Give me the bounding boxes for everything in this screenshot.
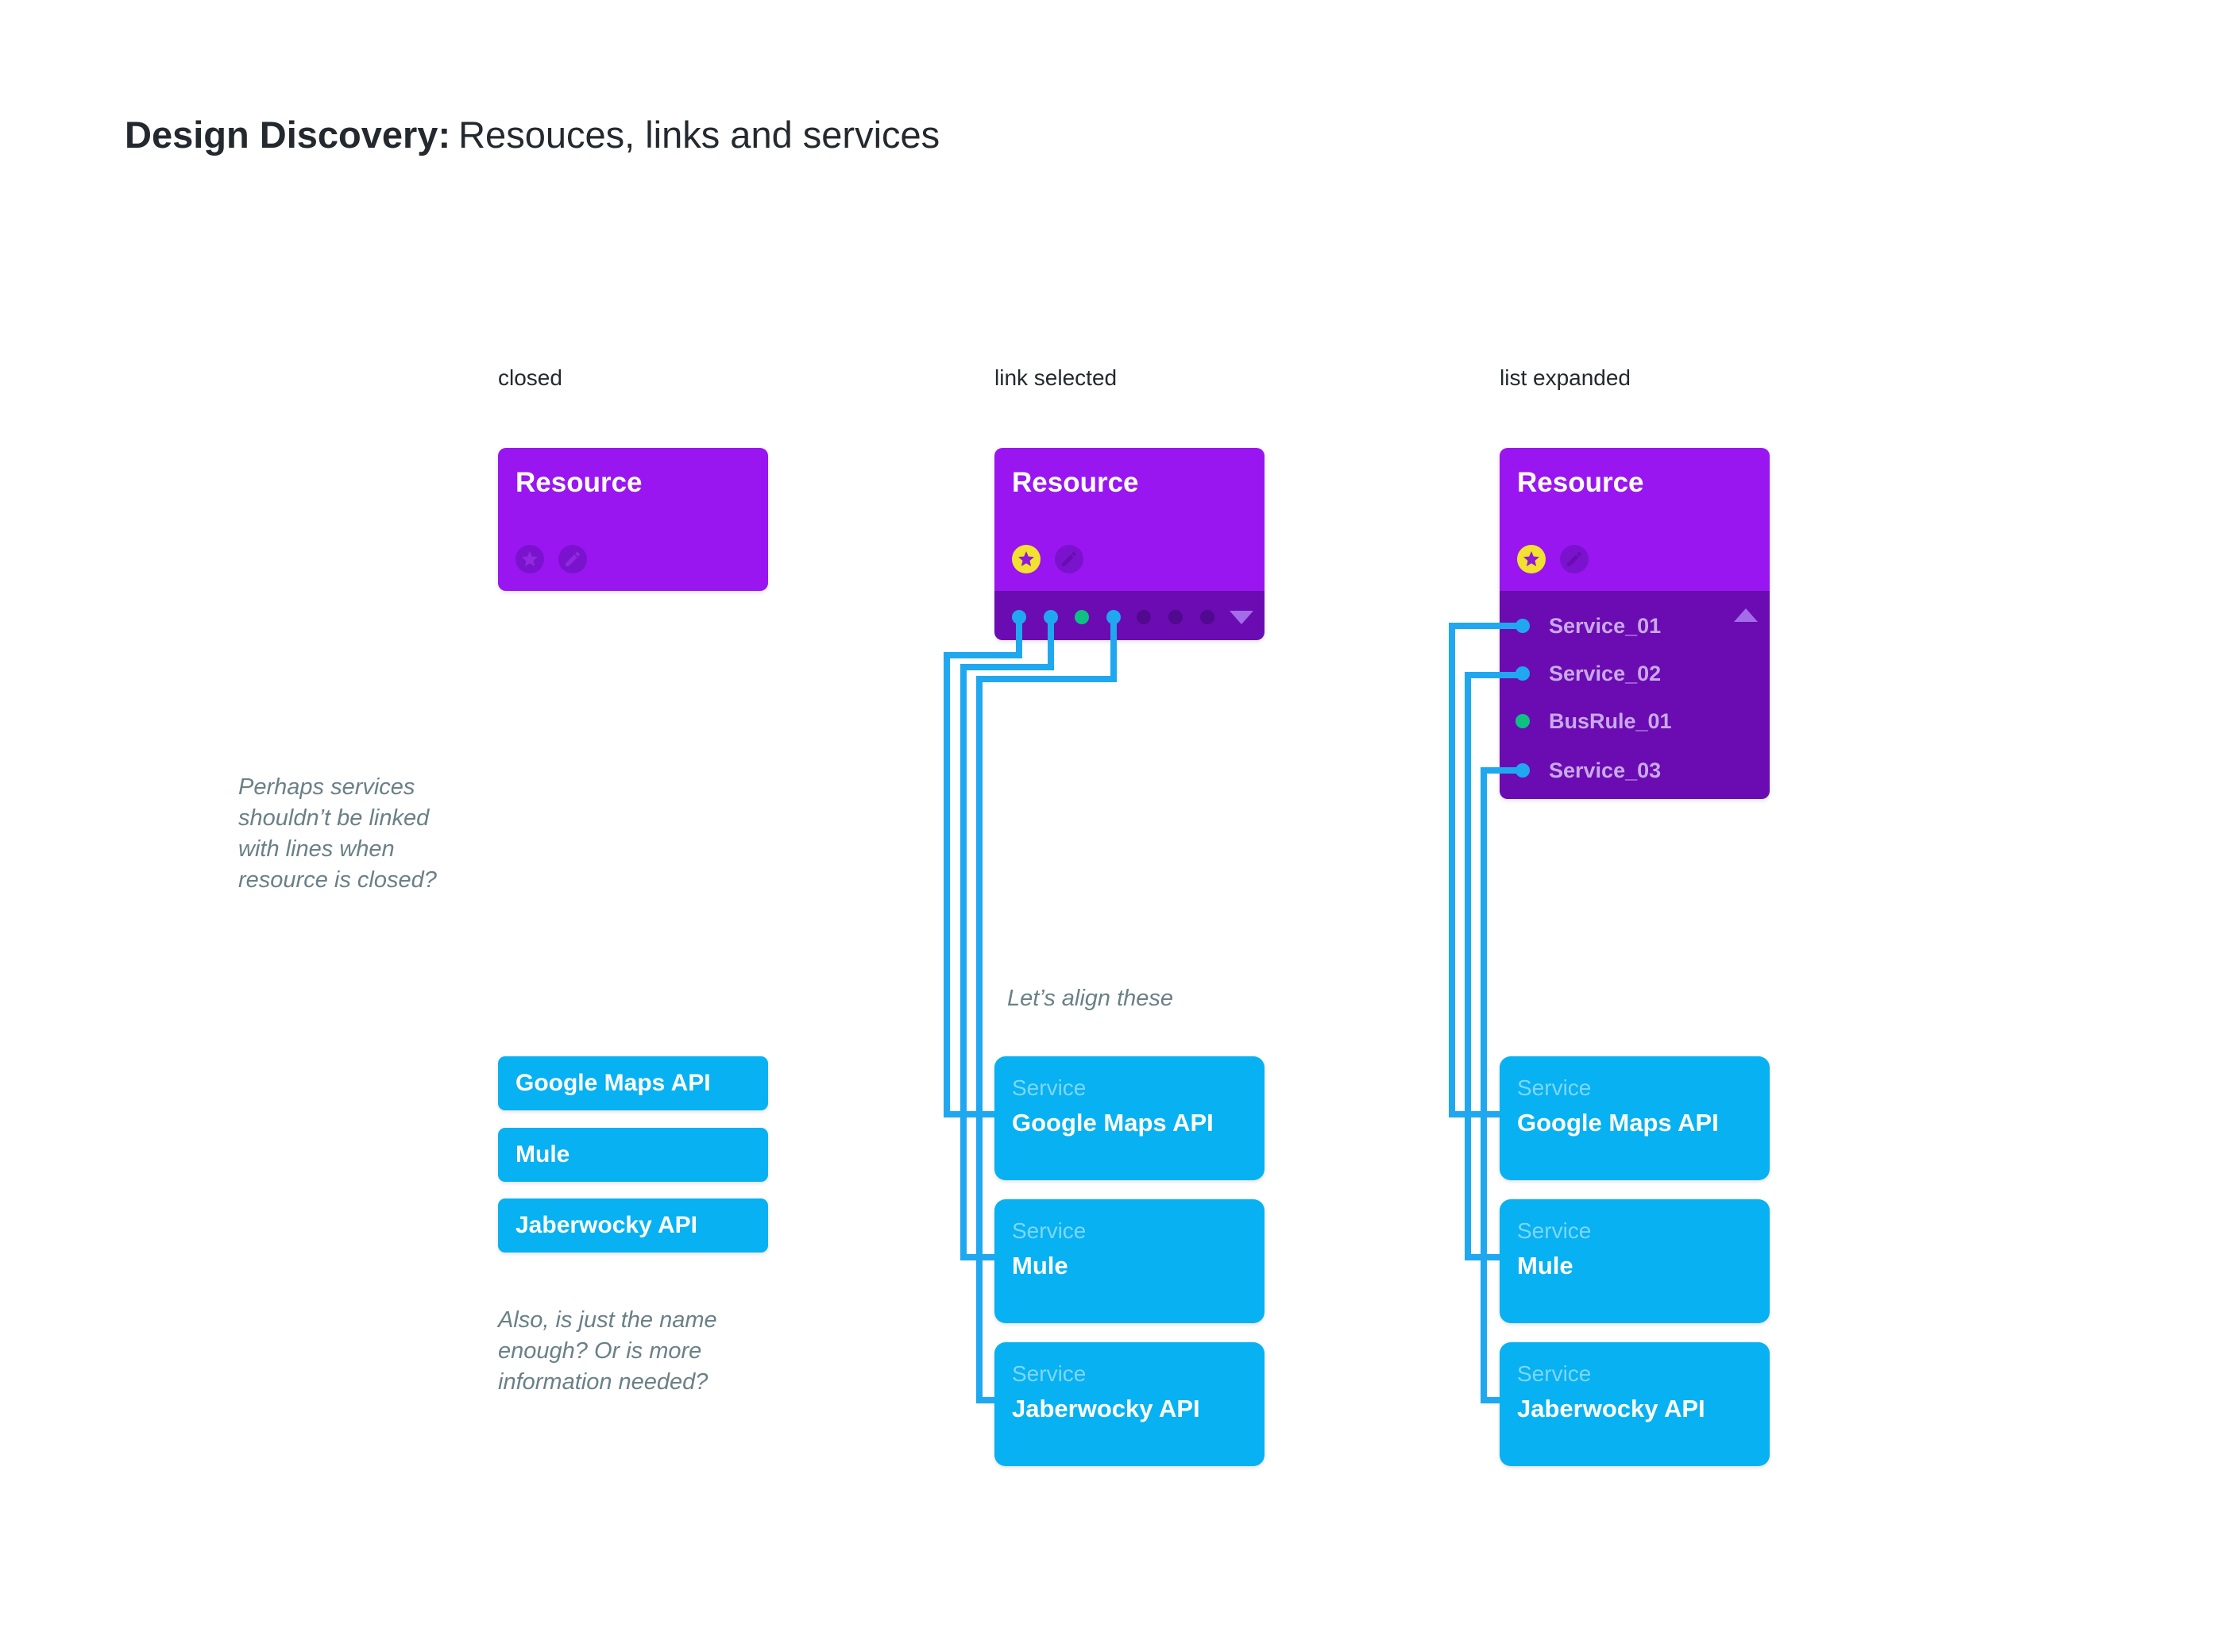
resource-card-closed[interactable]: Resource (498, 448, 768, 591)
resource-card-title: Resource (1012, 467, 1139, 498)
page-title: Design Discovery:Resouces, links and ser… (125, 113, 940, 156)
collapse-chevron-up-icon[interactable] (1734, 608, 1758, 622)
resource-card-body: Resource (498, 448, 768, 591)
service-card-jaberwocky-api[interactable]: Jaberwocky API (498, 1198, 768, 1253)
service-card-mule[interactable]: Service Mule (1500, 1199, 1770, 1323)
service-name: Google Maps API (1012, 1109, 1214, 1137)
service-card-mule[interactable]: Mule (498, 1128, 768, 1182)
service-name: Google Maps API (515, 1070, 711, 1096)
column-label-closed: closed (498, 365, 562, 390)
service-type-label: Service (1012, 1075, 1087, 1100)
pencil-icon (1062, 551, 1077, 566)
service-card-google-maps-api[interactable]: Google Maps API (498, 1056, 768, 1110)
service-card-google-maps-api[interactable]: Service Google Maps API (1500, 1056, 1770, 1180)
expanded-item-name: Service_01 (1549, 614, 1662, 638)
service-name: Mule (515, 1141, 570, 1168)
expanded-list-item[interactable]: Service_02 (1500, 659, 1770, 688)
service-name: Jaberwocky API (515, 1212, 697, 1238)
expanded-item-name: Service_03 (1549, 758, 1662, 782)
blue-service-link-dot[interactable] (1515, 763, 1530, 778)
service-type-label: Service (1012, 1218, 1087, 1243)
expanded-item-name: Service_02 (1549, 662, 1662, 685)
inactive-service-dot[interactable] (1200, 610, 1214, 624)
star-icon (1523, 551, 1539, 566)
service-type-label: Service (1517, 1361, 1592, 1386)
expanded-list-item[interactable]: BusRule_01 (1500, 707, 1770, 735)
annotation-align-these: Let’s align these (1007, 986, 1174, 1011)
column-label-list-expanded: list expanded (1500, 365, 1631, 390)
link-line-dot1-google-maps (944, 617, 1022, 1117)
resource-card-title: Resource (515, 467, 643, 498)
green-service-link-dot[interactable] (1515, 714, 1530, 728)
page-title-regular: Resouces, links and services (458, 114, 940, 156)
page-title-bold: Design Discovery: (125, 114, 451, 156)
service-type-label: Service (1517, 1075, 1592, 1100)
favorite-star-button[interactable] (515, 545, 544, 573)
service-name: Jaberwocky API (1517, 1395, 1705, 1422)
blue-service-link-dot[interactable] (1044, 610, 1058, 624)
favorite-star-button-selected[interactable] (1012, 545, 1041, 573)
column-label-link-selected: link selected (994, 365, 1118, 390)
edit-pencil-button[interactable] (1055, 545, 1083, 573)
service-card-jaberwocky-api[interactable]: Service Jaberwocky API (1500, 1342, 1770, 1466)
resource-card-link-selected[interactable]: Resource (994, 448, 1265, 640)
expand-chevron-down-icon[interactable] (1230, 611, 1253, 624)
service-name: Mule (1517, 1252, 1573, 1280)
blue-service-link-dot[interactable] (1012, 610, 1026, 624)
star-icon (522, 551, 538, 566)
service-type-label: Service (1517, 1218, 1592, 1243)
annotation-name-enough: Also, is just the name enough? Or is mor… (498, 1307, 717, 1395)
pencil-icon (1567, 551, 1582, 566)
annotation-closed-links: Perhaps services shouldn’t be linked wit… (238, 774, 437, 893)
expanded-list-item[interactable]: Service_01 (1500, 612, 1770, 640)
blue-service-link-dot[interactable] (1515, 666, 1530, 681)
favorite-star-button-selected[interactable] (1517, 545, 1546, 573)
blue-service-link-dot[interactable] (1106, 610, 1121, 624)
service-name: Mule (1012, 1252, 1068, 1280)
inactive-service-dot[interactable] (1168, 610, 1183, 624)
service-type-label: Service (1012, 1361, 1087, 1386)
expanded-item-name: BusRule_01 (1549, 709, 1672, 733)
service-card-mule[interactable]: Service Mule (994, 1199, 1265, 1323)
blue-service-link-dot[interactable] (1515, 619, 1530, 633)
pencil-icon (566, 551, 581, 566)
service-name: Google Maps API (1517, 1109, 1719, 1137)
edit-pencil-button[interactable] (1560, 545, 1589, 573)
resource-card-body: Resource (1500, 448, 1770, 591)
service-card-google-maps-api[interactable]: Service Google Maps API (994, 1056, 1265, 1180)
inactive-service-dot[interactable] (1137, 610, 1151, 624)
service-dot-strip (994, 591, 1265, 640)
green-service-link-dot[interactable] (1075, 610, 1089, 624)
service-card-jaberwocky-api[interactable]: Service Jaberwocky API (994, 1342, 1265, 1466)
expanded-list-item[interactable]: Service_03 (1500, 756, 1770, 785)
resource-card-title: Resource (1517, 467, 1644, 498)
star-icon (1018, 551, 1034, 566)
service-name: Jaberwocky API (1012, 1395, 1200, 1422)
edit-pencil-button[interactable] (558, 545, 587, 573)
resource-card-body: Resource (994, 448, 1265, 591)
